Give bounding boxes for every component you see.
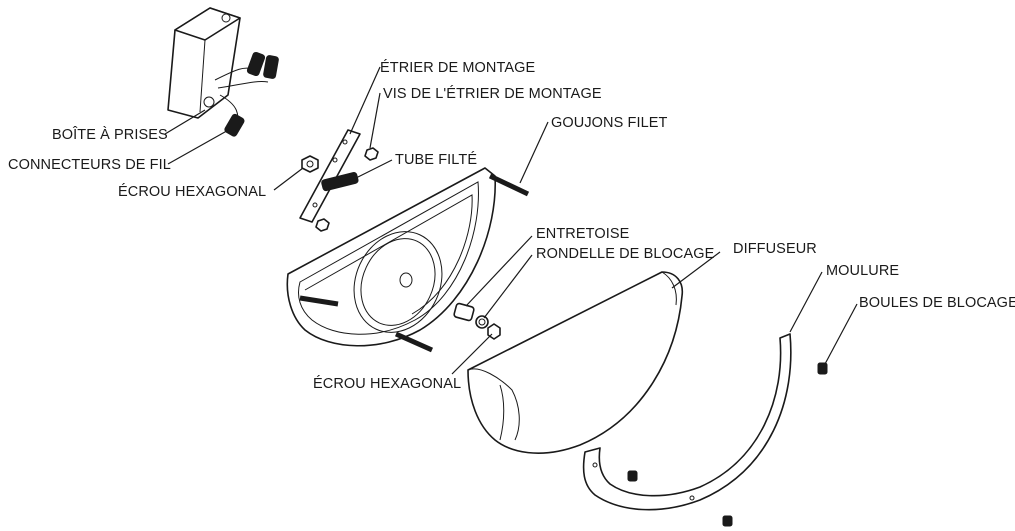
label-ecrou-1: ÉCROU HEXAGONAL <box>118 183 266 200</box>
label-boite: BOÎTE À PRISES <box>52 126 168 143</box>
label-etrier: ÉTRIER DE MONTAGE <box>380 59 536 76</box>
label-tube: TUBE FILTÉ <box>395 151 477 168</box>
label-ecrou-2: ÉCROU HEXAGONAL <box>313 375 461 392</box>
label-connecteurs: CONNECTEURS DE FIL <box>8 157 171 173</box>
label-boules: BOULES DE BLOCAGE <box>859 295 1015 311</box>
wire-connectors <box>214 51 279 137</box>
label-rondelle: RONDELLE DE BLOCAGE <box>536 246 715 262</box>
molding <box>582 333 792 511</box>
label-vis: VIS DE L'ÉTRIER DE MONTAGE <box>383 85 602 102</box>
label-diffuseur: DIFFUSEUR <box>733 241 817 257</box>
backplate <box>286 167 530 353</box>
mounting-bracket <box>299 129 361 223</box>
lock-balls <box>627 362 828 527</box>
junction-box <box>167 7 241 119</box>
hex-nut-left <box>301 155 319 173</box>
diffuser <box>467 271 684 454</box>
lock-washer <box>475 315 489 329</box>
label-entretoise: ENTRETOISE <box>536 226 630 242</box>
label-moulure: MOULURE <box>826 263 899 279</box>
leader-lines <box>164 66 858 375</box>
label-goujons: GOUJONS FILET <box>551 115 668 131</box>
spacer <box>453 302 475 322</box>
bracket-screws <box>315 147 379 232</box>
